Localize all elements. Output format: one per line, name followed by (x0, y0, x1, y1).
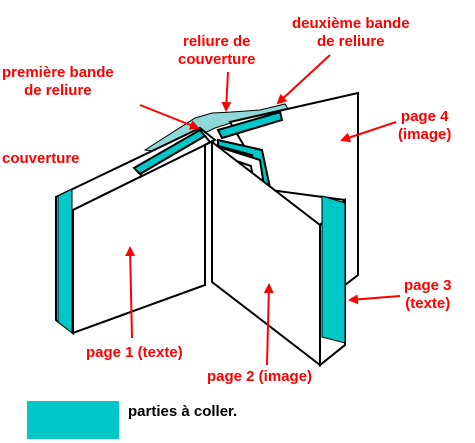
label-premiere-bande: première bande de reliure (2, 64, 114, 100)
label-page1: page 1 (texte) (86, 344, 183, 361)
label-line: (image) (398, 126, 452, 143)
legend-glue-swatch (27, 401, 119, 439)
label-line: reliure de (183, 33, 251, 50)
label-line: (texte) (405, 295, 451, 312)
legend-text: parties à coller. (128, 403, 238, 420)
arrow-page2 (263, 283, 274, 366)
label-page2: page 2 (image) (207, 368, 313, 385)
label-line: de reliure (317, 33, 385, 50)
label-couverture: couverture (2, 150, 80, 167)
arrow-page4 (340, 121, 397, 143)
page-3-glue-edge (321, 195, 346, 344)
label-page3: page 3 (texte) (404, 277, 452, 313)
arrow-first-band (139, 104, 200, 130)
label-page4: page 4 (image) (398, 108, 451, 144)
second-binding-band (216, 110, 284, 140)
label-line: de reliure (24, 82, 92, 99)
label-line: première bande (2, 64, 114, 81)
label-deuxieme-bande: deuxième bande de reliure (292, 15, 410, 51)
label-line: deuxième bande (292, 15, 410, 32)
label-line: page 4 (400, 108, 449, 125)
arrow-binding-cover (221, 71, 232, 112)
cover-glue-edge (57, 188, 73, 335)
arrow-second-band (276, 54, 331, 105)
label-line: couverture (178, 51, 256, 68)
label-line: page 3 (404, 277, 452, 294)
arrow-page1 (125, 246, 136, 339)
label-reliure-couverture: reliure de couverture (178, 33, 256, 69)
arrow-page3 (348, 294, 401, 305)
